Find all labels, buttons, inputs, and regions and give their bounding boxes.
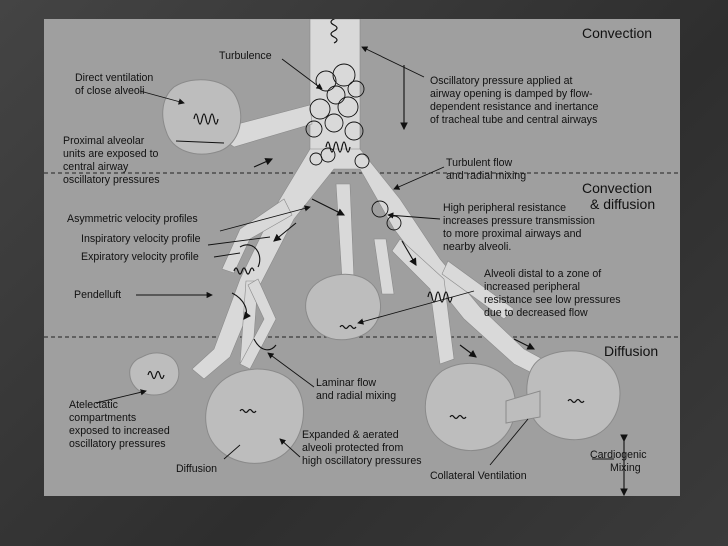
zone-convection-diffusion-line1: Convection bbox=[582, 180, 653, 196]
alveolus-proximal bbox=[162, 79, 242, 155]
label-turbulent-flow-1: Turbulent flow bbox=[446, 157, 513, 169]
label-alveoli-distal-3: resistance see low pressures bbox=[484, 294, 621, 306]
turbulence-loops bbox=[305, 63, 402, 231]
label-expiratory: Expiratory velocity profile bbox=[81, 251, 199, 263]
alveoli bbox=[129, 79, 621, 464]
label-pendelluft: Pendelluft bbox=[74, 289, 122, 301]
label-expanded-3: high oscillatory pressures bbox=[302, 455, 422, 467]
label-high-peripheral-4: nearby alveoli. bbox=[443, 241, 512, 253]
label-expanded-1: Expanded & aerated bbox=[302, 429, 399, 441]
label-proximal-3: central airway bbox=[63, 161, 129, 173]
flow-arrows bbox=[231, 65, 628, 496]
label-atelectatic-1: Atelectatic bbox=[69, 399, 118, 411]
label-proximal-4: oscillatory pressures bbox=[63, 174, 160, 186]
label-high-peripheral-3: to more proximal airways and bbox=[443, 228, 582, 240]
label-direct-ventilation-1: Direct ventilation bbox=[75, 72, 154, 84]
label-proximal-1: Proximal alveolar bbox=[63, 135, 145, 147]
label-direct-ventilation-2: of close alveoli bbox=[75, 85, 145, 97]
zone-convection: Convection bbox=[582, 25, 653, 41]
label-oscillatory-1: Oscillatory pressure applied at bbox=[430, 75, 573, 87]
label-cardiogenic-1: Cardiogenic bbox=[590, 449, 647, 461]
airway-diagram bbox=[44, 19, 680, 496]
zone-convection-diffusion-line2: & diffusion bbox=[590, 196, 656, 212]
leader-lines bbox=[95, 46, 614, 466]
label-turbulent-flow-2: and radial mixing bbox=[446, 170, 527, 182]
label-collateral: Collateral Ventilation bbox=[430, 470, 527, 482]
label-atelectatic-4: oscillatory pressures bbox=[69, 438, 166, 450]
label-diffusion: Diffusion bbox=[176, 463, 218, 475]
label-alveoli-distal-2: increased peripheral bbox=[484, 281, 580, 293]
alveolus-collateral-right bbox=[526, 350, 621, 441]
oscillation-waves bbox=[147, 19, 585, 420]
label-cardiogenic-2: Mixing bbox=[610, 462, 641, 474]
label-oscillatory-4: of tracheal tube and central airways bbox=[430, 114, 598, 126]
label-alveoli-distal-4: due to decreased flow bbox=[484, 307, 588, 319]
alveolus-expanded bbox=[205, 368, 304, 464]
collateral-bridge bbox=[505, 390, 541, 424]
label-laminar-1: Laminar flow bbox=[316, 377, 377, 389]
label-atelectatic-2: compartments bbox=[69, 412, 137, 424]
label-high-peripheral-2: increases pressure transmission bbox=[443, 215, 595, 227]
alveolus-atelectatic bbox=[129, 352, 180, 396]
alveolus-collateral-left bbox=[424, 362, 517, 451]
label-inspiratory: Inspiratory velocity profile bbox=[81, 233, 201, 245]
airway-tree bbox=[191, 19, 573, 390]
label-asymmetric: Asymmetric velocity profiles bbox=[67, 213, 198, 225]
label-oscillatory-3: dependent resistance and inertance bbox=[430, 101, 599, 113]
label-high-peripheral-1: High peripheral resistance bbox=[443, 202, 567, 214]
label-oscillatory-2: airway opening is damped by flow- bbox=[430, 88, 593, 100]
zone-diffusion: Diffusion bbox=[604, 343, 659, 359]
label-alveoli-distal-1: Alveoli distal to a zone of bbox=[484, 268, 602, 280]
label-turbulence: Turbulence bbox=[219, 50, 272, 62]
alveolus-middle bbox=[305, 273, 381, 341]
label-atelectatic-3: exposed to increased bbox=[69, 425, 170, 437]
label-expanded-2: alveoli protected from bbox=[302, 442, 404, 454]
label-proximal-2: units are exposed to bbox=[63, 148, 159, 160]
diagram-panel: Convection Convection & diffusion Diffus… bbox=[44, 19, 680, 496]
label-laminar-2: and radial mixing bbox=[316, 390, 397, 402]
